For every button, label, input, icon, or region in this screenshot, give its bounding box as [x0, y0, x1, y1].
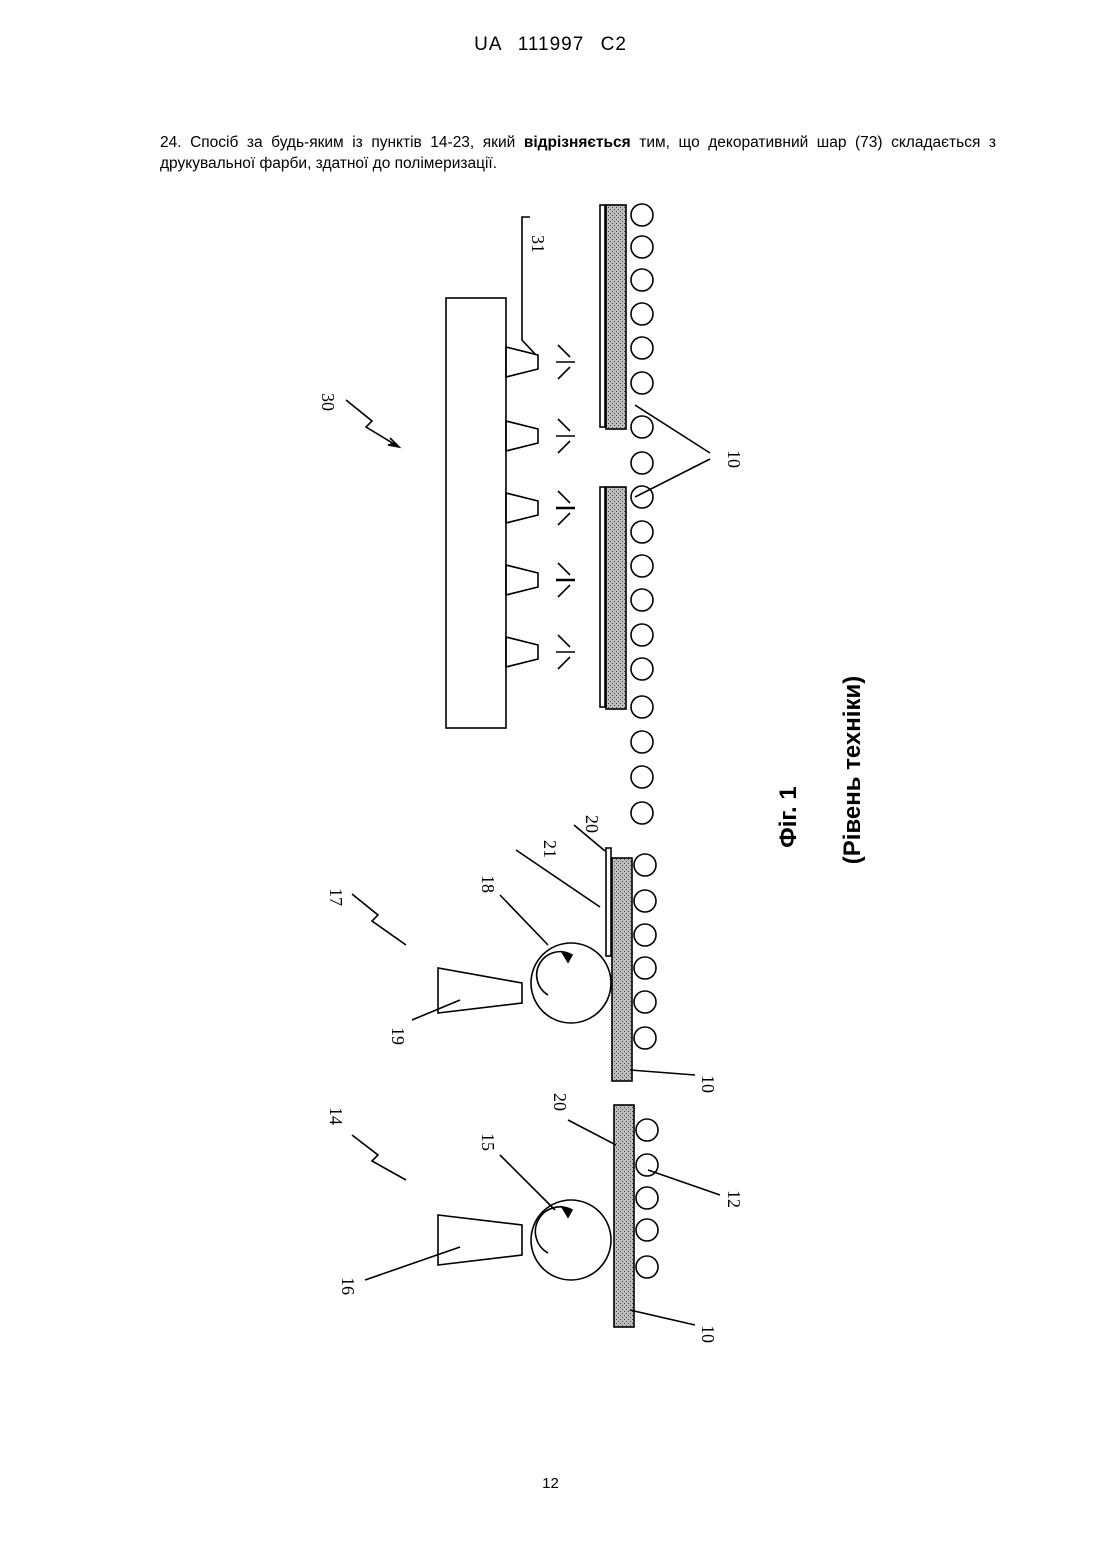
leader-19 [412, 1000, 460, 1020]
roller-conveyor-main [631, 204, 653, 824]
label-20-bottom: 20 [550, 1093, 570, 1111]
board-top-1-layer [600, 205, 605, 427]
nozzle-4 [506, 565, 538, 595]
nozzle-2 [506, 421, 538, 451]
hopper-16 [438, 1215, 522, 1265]
printhead-block [446, 298, 506, 728]
label-17: 17 [326, 888, 346, 906]
figure-caption-title: Фіг. 1 [775, 786, 802, 847]
claim-lead: 24. Спосіб за будь-яким із пунктів 14-23… [160, 134, 515, 151]
label-18: 18 [478, 875, 498, 893]
leader-20-bottom [568, 1120, 616, 1145]
claim-24: 24. Спосіб за будь-яким із пунктів 14-23… [160, 132, 996, 174]
nozzle-5 [506, 637, 538, 667]
label-14: 14 [326, 1107, 346, 1125]
label-10-mid: 10 [698, 1075, 718, 1093]
label-12: 12 [724, 1190, 744, 1208]
nozzle-3 [506, 493, 538, 523]
label-16: 16 [338, 1277, 358, 1295]
board-top-2-layer [600, 487, 605, 707]
claim-keyword: відрізняється [524, 134, 631, 151]
board-mid [612, 858, 632, 1081]
label-10-top: 10 [724, 450, 744, 468]
arrowhead-30 [388, 438, 399, 447]
label-20-mid: 20 [582, 815, 602, 833]
board-mid-layer [606, 848, 611, 956]
hopper-19 [438, 968, 522, 1013]
ink-sprays [556, 345, 575, 669]
label-19: 19 [388, 1027, 408, 1045]
label-10-bottom: 10 [698, 1325, 718, 1343]
leader-21 [516, 850, 600, 907]
header-number: 111997 [518, 34, 585, 55]
figure-caption-subtitle: (Рівень техніки) [839, 676, 866, 864]
board-top-2 [606, 487, 626, 709]
leader-14 [352, 1135, 406, 1180]
leader-17 [352, 894, 406, 945]
roller-conveyor-bottom [636, 1119, 658, 1278]
label-30: 30 [318, 393, 338, 411]
header-kind: C2 [601, 34, 627, 55]
leader-10-bottom [630, 1310, 695, 1325]
figure-drawing: 31 30 10 20 21 18 17 19 10 20 14 15 12 1… [300, 195, 900, 1375]
leader-18 [500, 895, 548, 945]
leader-10-b [635, 459, 710, 497]
label-31: 31 [528, 235, 548, 253]
page-number: 12 [0, 1475, 1101, 1492]
roller-conveyor-mid [634, 854, 656, 1049]
board-bottom [614, 1105, 634, 1327]
board-top-1 [606, 205, 626, 429]
leader-10-mid [630, 1070, 695, 1075]
leader-10-a [635, 405, 710, 453]
leader-12 [648, 1170, 720, 1195]
label-15: 15 [478, 1133, 498, 1151]
label-21: 21 [540, 840, 560, 858]
leader-15 [500, 1155, 555, 1210]
header-office: UA [474, 34, 501, 55]
patent-header: UA 111997 C2 [0, 34, 1101, 56]
figure-1: 31 30 10 20 21 18 17 19 10 20 14 15 12 1… [300, 195, 900, 1375]
